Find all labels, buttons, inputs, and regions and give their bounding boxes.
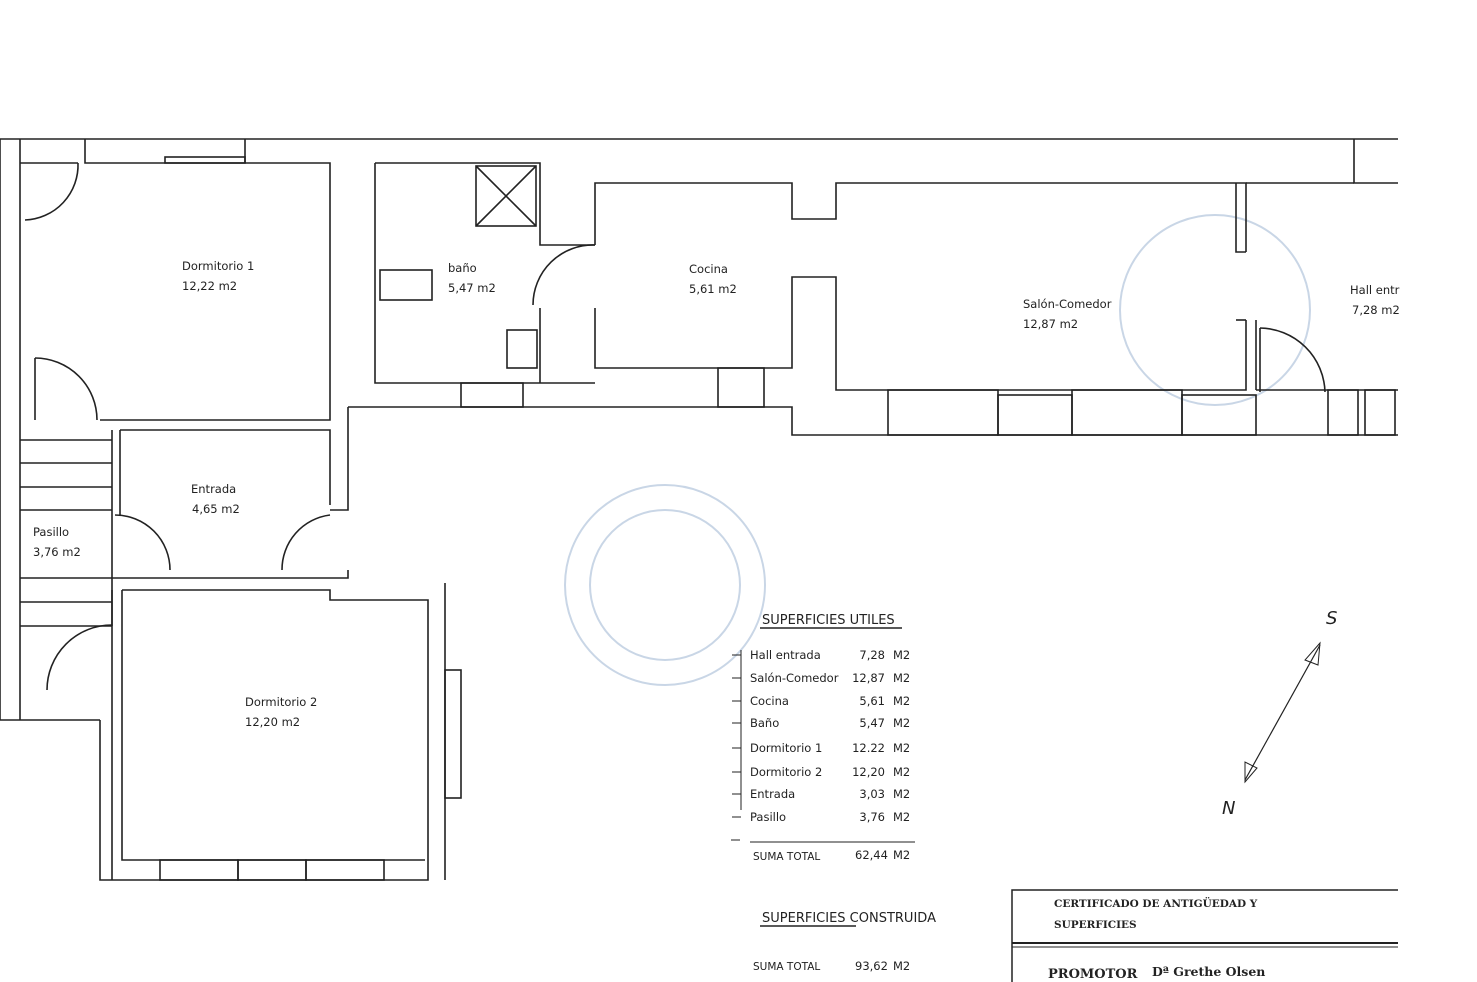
room-area: 5,61 m2 [689, 282, 737, 296]
room-area: 7,28 m2 [1352, 303, 1400, 317]
total-label: SUMA TOTAL [753, 961, 820, 973]
table-title: SUPERFICIES UTILES [762, 613, 895, 628]
total-unit: M2 [893, 959, 910, 973]
row-unit: M2 [893, 810, 910, 824]
room-name: baño [448, 261, 477, 275]
table-row: Salón-Comedor 12,87 M2 [732, 671, 910, 685]
room-name: Pasillo [33, 525, 69, 539]
row-label: Cocina [750, 694, 789, 708]
table-row: Dormitorio 2 12,20 M2 [732, 765, 910, 779]
room-label-hall: Hall entr 7,28 m2 [1350, 283, 1400, 317]
row-label: Baño [750, 716, 779, 730]
room-name: Dormitorio 2 [245, 695, 317, 709]
table-row: Cocina 5,61 M2 [732, 694, 910, 708]
room-label-dormitorio-1: Dormitorio 1 12,22 m2 [182, 259, 254, 293]
room-area: 12,20 m2 [245, 715, 300, 729]
row-value: 12.22 [852, 741, 885, 755]
room-name: Cocina [689, 262, 728, 276]
official-stamp [564, 214, 1311, 686]
row-label: Entrada [750, 787, 795, 801]
room-name: Entrada [191, 482, 236, 496]
room-label-dormitorio-2: Dormitorio 2 12,20 m2 [245, 695, 317, 729]
row-value: 3,76 [859, 810, 885, 824]
room-label-salon-comedor: Salón-Comedor 12,87 m2 [1023, 297, 1112, 331]
room-area: 5,47 m2 [448, 281, 496, 295]
row-label: Dormitorio 1 [750, 741, 822, 755]
row-unit: M2 [893, 716, 910, 730]
row-label: Hall entrada [750, 648, 821, 662]
row-value: 12,20 [852, 765, 885, 779]
row-unit: M2 [893, 765, 910, 779]
title-line-1: CERTIFICADO DE ANTIGÜEDAD Y [1054, 896, 1258, 910]
promotor-name: Dª Grethe Olsen [1152, 964, 1265, 979]
table-row: Baño 5,47 M2 [732, 716, 910, 730]
row-value: 12,87 [852, 671, 885, 685]
table-row: Dormitorio 1 12.22 M2 [732, 741, 910, 755]
row-unit: M2 [893, 741, 910, 755]
row-unit: M2 [893, 671, 910, 685]
row-unit: M2 [893, 787, 910, 801]
room-label-bano: baño 5,47 m2 [448, 261, 496, 295]
title-block: CERTIFICADO DE ANTIGÜEDAD Y SUPERFICIES … [1011, 889, 1398, 982]
walls [0, 138, 1398, 881]
room-area: 12,22 m2 [182, 279, 237, 293]
row-label: Salón-Comedor [750, 671, 839, 685]
room-name: Salón-Comedor [1023, 297, 1112, 311]
row-value: 3,03 [859, 787, 885, 801]
total-unit: M2 [893, 848, 910, 862]
north-south-arrow: S N [1222, 608, 1337, 819]
south-label: S [1326, 608, 1337, 629]
row-unit: M2 [893, 648, 910, 662]
construida-title: SUPERFICIES CONSTRUIDA [762, 911, 936, 926]
row-value: 7,28 [859, 648, 885, 662]
table-row: Entrada 3,03 M2 [732, 787, 910, 801]
row-label: Dormitorio 2 [750, 765, 822, 779]
room-label-cocina: Cocina 5,61 m2 [689, 262, 737, 296]
room-label-entrada: Entrada 4,65 m2 [191, 482, 240, 516]
total-value: 62,44 [855, 848, 888, 862]
north-label: N [1222, 798, 1235, 819]
superficies-construida: SUPERFICIES CONSTRUIDA SUMA TOTAL 93,62 … [753, 911, 936, 973]
room-name: Hall entr [1350, 283, 1400, 297]
row-label: Pasillo [750, 810, 786, 824]
room-area: 12,87 m2 [1023, 317, 1078, 331]
total-value: 93,62 [855, 959, 888, 973]
table-row: Pasillo 3,76 M2 [732, 810, 910, 824]
row-value: 5,61 [859, 694, 885, 708]
promotor-label: PROMOTOR [1048, 967, 1138, 982]
room-area: 4,65 m2 [192, 502, 240, 516]
total-label: SUMA TOTAL [753, 851, 820, 863]
room-label-pasillo: Pasillo 3,76 m2 [33, 525, 81, 559]
table-row: Hall entrada 7,28 M2 [732, 648, 910, 662]
title-line-2: SUPERFICIES [1054, 919, 1137, 931]
row-value: 5,47 [859, 716, 885, 730]
room-name: Dormitorio 1 [182, 259, 254, 273]
room-area: 3,76 m2 [33, 545, 81, 559]
row-unit: M2 [893, 694, 910, 708]
